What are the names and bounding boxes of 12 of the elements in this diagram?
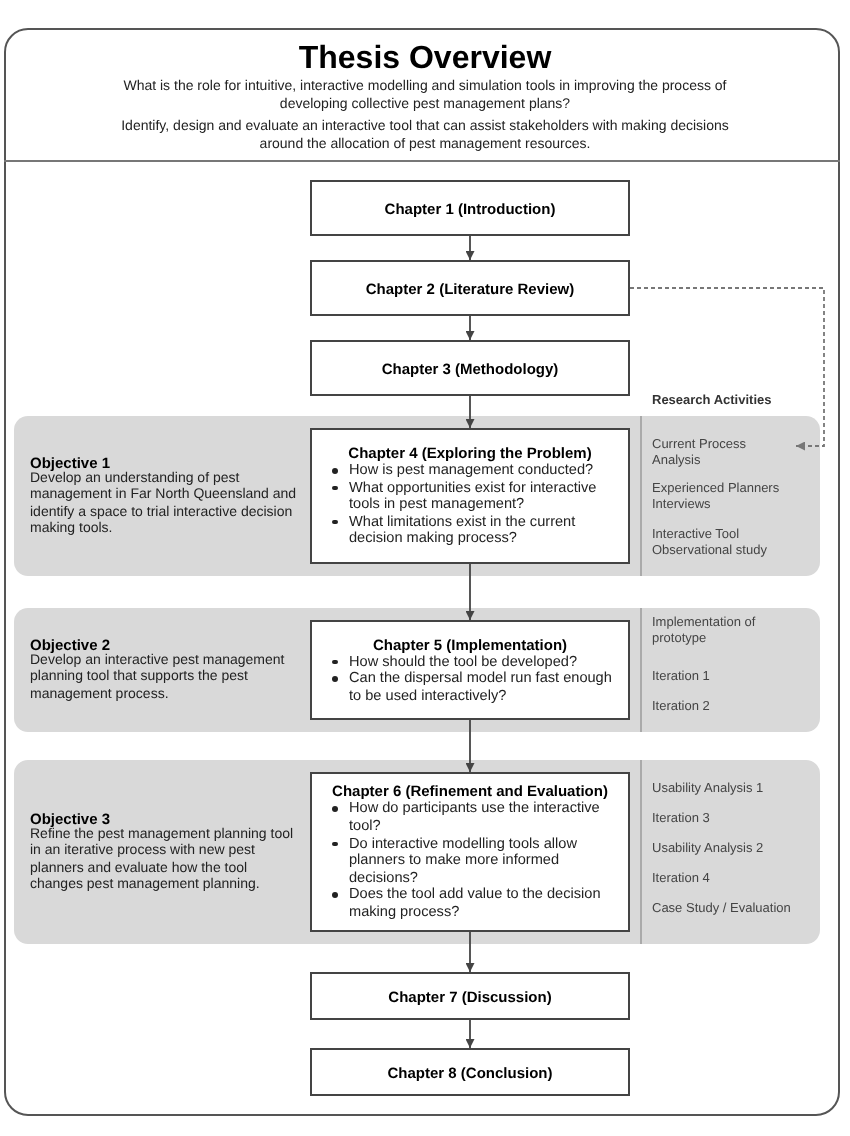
- arrow: [465, 1019, 475, 1049]
- arrow: [465, 931, 475, 973]
- objective-band: [14, 608, 820, 732]
- arrow: [465, 719, 475, 773]
- arrow: [465, 395, 475, 429]
- title: Thesis Overview: [296, 40, 554, 79]
- arrow: [465, 235, 475, 261]
- arrow: [465, 315, 475, 341]
- arrow: [465, 563, 475, 621]
- objective-band: [14, 760, 820, 944]
- arrow: [629, 287, 825, 451]
- objective-band: [14, 416, 820, 576]
